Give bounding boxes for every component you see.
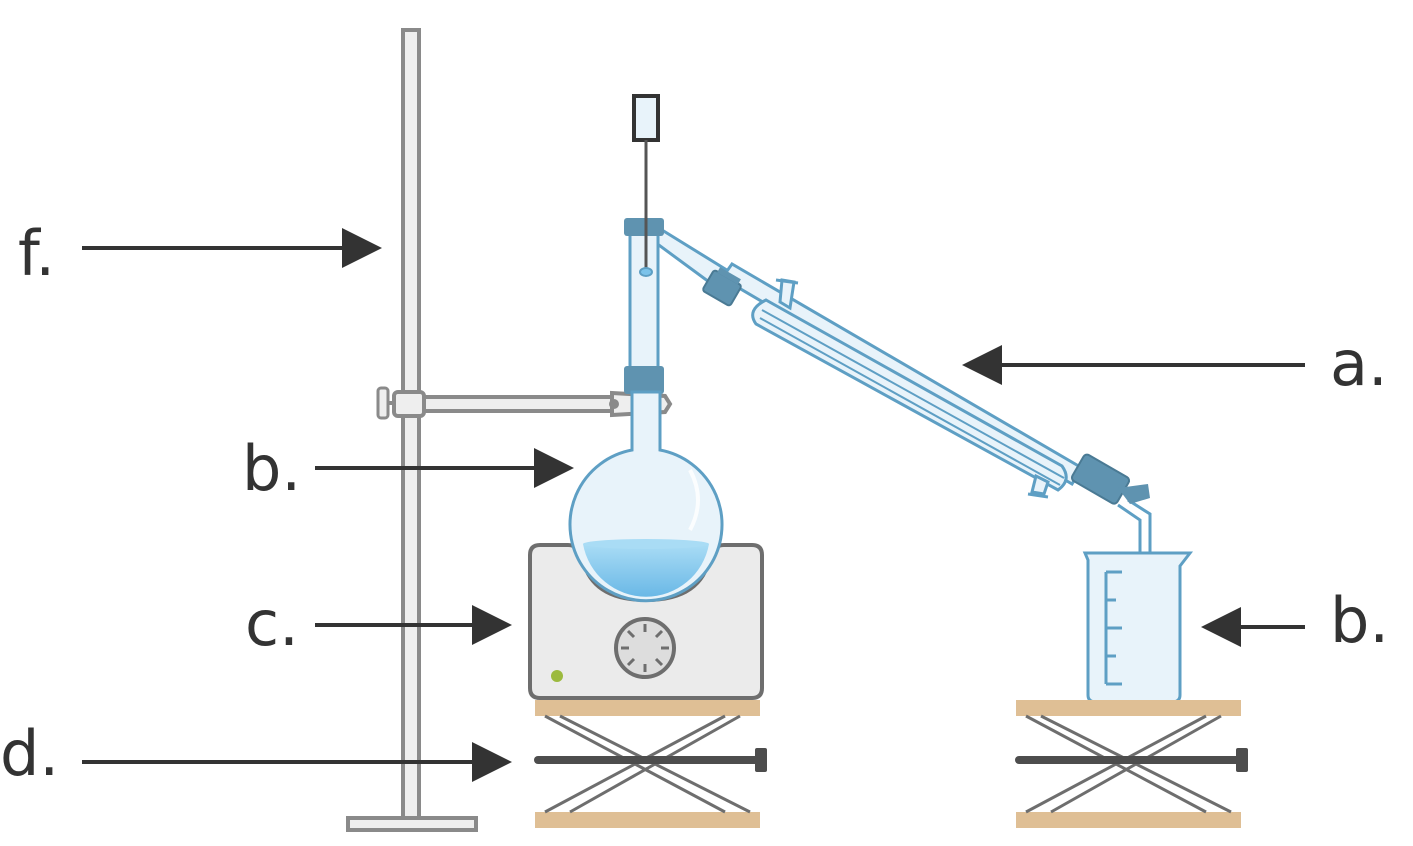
lab-jack-left-top-plate <box>535 700 760 716</box>
clamp-boss <box>392 390 426 418</box>
label-ring-stand: f. <box>18 217 55 290</box>
lab-jack-right-bottom-plate <box>1016 812 1241 828</box>
label-flask: b. <box>242 432 301 505</box>
hot-plate-indicator <box>551 670 563 682</box>
lab-jack-left-bottom-plate <box>535 812 760 828</box>
flask-liquid <box>583 544 709 597</box>
thermometer <box>632 94 660 277</box>
condenser-clip-top <box>702 267 742 307</box>
label-hot-plate: c. <box>245 587 299 660</box>
thermometer-top <box>632 94 660 142</box>
label-lab-jack: d. <box>0 717 59 790</box>
ring-stand-rod <box>401 28 421 824</box>
lab-jack-right-knob <box>1236 748 1248 772</box>
lab-jack-right <box>1015 700 1248 828</box>
condenser-port-top <box>778 278 796 311</box>
ring-stand <box>346 28 478 832</box>
beaker <box>1082 551 1194 704</box>
distillation-head-tube <box>628 228 660 382</box>
label-beaker: b. <box>1330 584 1389 657</box>
condenser-clip-bottom <box>1070 453 1131 505</box>
hot-plate-knob-ticks <box>621 624 669 672</box>
clamp-arm <box>408 395 617 413</box>
label-arrows <box>82 228 1305 782</box>
beaker-body <box>1082 551 1194 704</box>
distillation-head-clip-top <box>624 218 664 236</box>
thermometer-bulb <box>639 267 653 277</box>
label-condenser: a. <box>1330 327 1388 400</box>
condenser-port-bottom <box>1030 473 1050 496</box>
lab-jack-left <box>534 700 767 828</box>
distillation-head <box>624 218 664 394</box>
beaker-graduations <box>1104 570 1122 686</box>
clamp-screw <box>376 386 390 420</box>
condenser <box>649 228 1152 621</box>
distillation-head-clip-bottom <box>624 366 664 394</box>
lab-jack-right-top-plate <box>1016 700 1241 716</box>
lab-jack-left-knob <box>755 748 767 772</box>
ring-stand-base <box>346 816 478 832</box>
hot-plate <box>528 543 764 700</box>
round-bottom-flask <box>568 390 724 603</box>
